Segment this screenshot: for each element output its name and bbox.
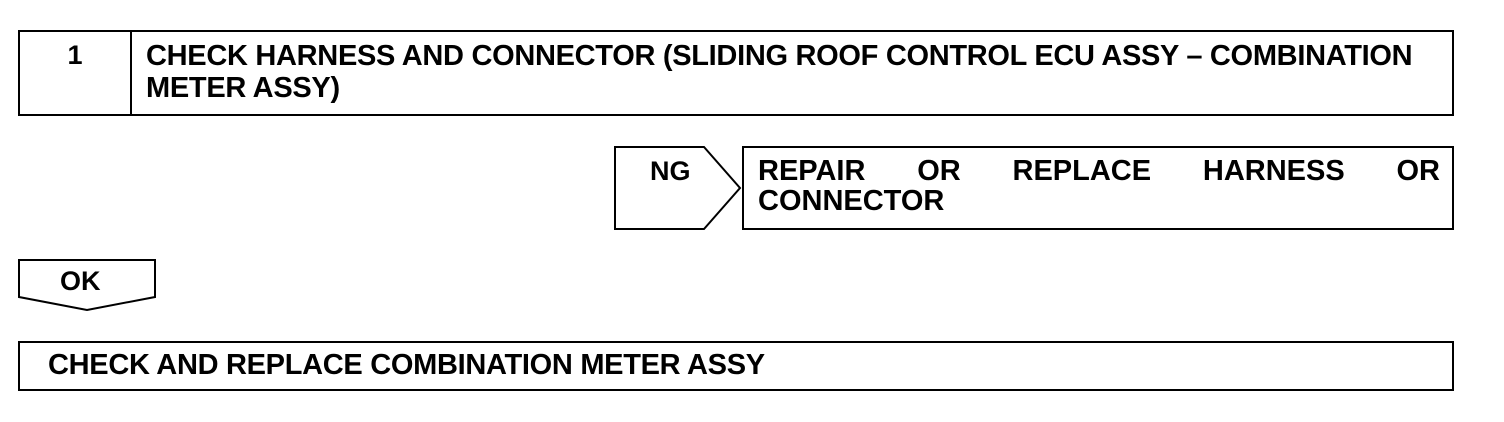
step-number: 1 [20, 32, 132, 114]
ok-arrow-shape [18, 259, 156, 311]
ng-label: NG [650, 156, 691, 186]
ng-result-text: REPAIR OR REPLACE HARNESS OR CONNECTOR [758, 155, 1440, 217]
ng-result-box: REPAIR OR REPLACE HARNESS OR CONNECTOR [742, 146, 1454, 230]
step-box: 1 CHECK HARNESS AND CONNECTOR (SLIDING R… [18, 30, 1454, 116]
next-step-text: CHECK AND REPLACE COMBINATION METER ASSY [48, 349, 765, 381]
ng-arrow-shape [614, 146, 742, 230]
ok-label: OK [60, 266, 101, 296]
next-step-box: CHECK AND REPLACE COMBINATION METER ASSY [18, 341, 1454, 391]
step-title: CHECK HARNESS AND CONNECTOR (SLIDING ROO… [146, 40, 1413, 104]
